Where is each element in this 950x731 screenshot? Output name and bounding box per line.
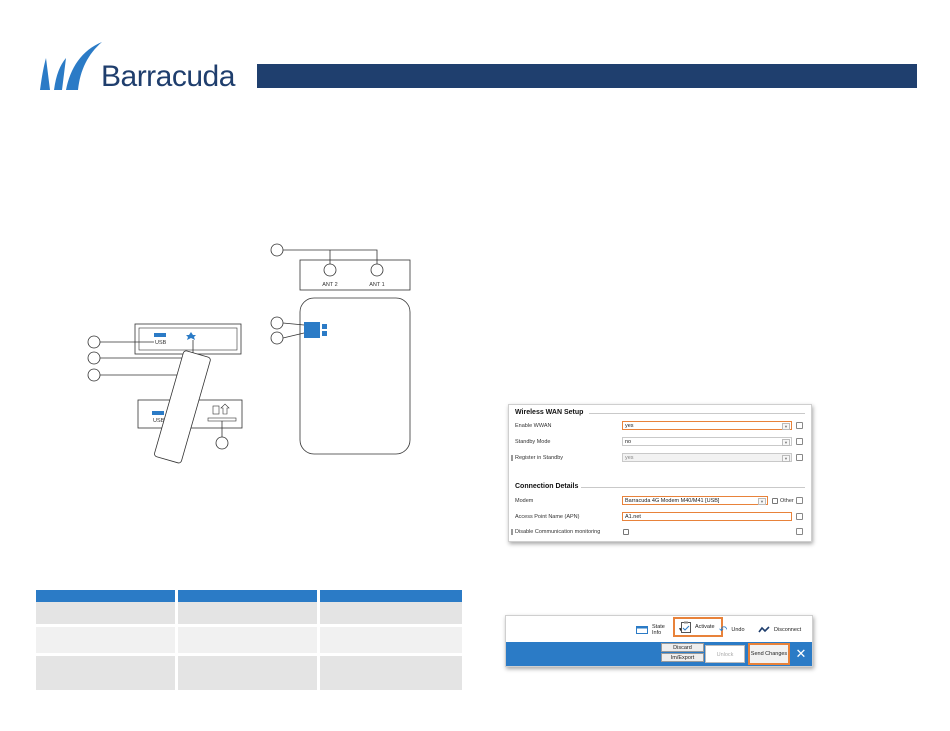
chevron-down-icon: ▼ bbox=[678, 627, 683, 633]
table-header-cell bbox=[36, 590, 178, 602]
table-row bbox=[36, 602, 462, 626]
other-label: Other bbox=[780, 498, 794, 504]
chevron-down-icon: ▼ bbox=[782, 423, 790, 430]
sim-slot bbox=[207, 417, 237, 422]
usb-port-icon bbox=[154, 333, 166, 337]
modem-label: Modem bbox=[515, 498, 534, 504]
undo-icon: ↶ bbox=[719, 624, 728, 636]
header-bar bbox=[257, 64, 917, 88]
standby-mode-select[interactable]: no▼ bbox=[622, 437, 792, 446]
barracuda-logo-icon bbox=[40, 42, 102, 90]
table-row bbox=[36, 653, 462, 690]
disable-monitoring-checkbox[interactable] bbox=[623, 529, 629, 535]
discard-button[interactable]: Discard bbox=[661, 643, 704, 652]
slot-cover bbox=[154, 350, 211, 464]
apn-label: Access Point Name (APN) bbox=[515, 514, 580, 520]
status-led-block bbox=[304, 322, 320, 338]
disable-monitoring-label: Disable Communication monitoring bbox=[515, 529, 601, 535]
antenna-connector-2 bbox=[323, 263, 337, 277]
apn-input[interactable]: A1.net bbox=[622, 512, 792, 521]
section-title-connection-details: Connection Details bbox=[515, 483, 579, 490]
usb-label: USB bbox=[155, 340, 167, 346]
chevron-down-icon: ▼ bbox=[782, 455, 790, 462]
callout-circle bbox=[270, 316, 284, 330]
state-info-button[interactable]: State Info ▼ bbox=[636, 622, 683, 638]
config-icon[interactable] bbox=[796, 438, 803, 445]
config-icon[interactable] bbox=[796, 497, 803, 504]
callout-circle bbox=[270, 243, 284, 257]
standby-mode-label: Standby Mode bbox=[515, 439, 551, 445]
disconnect-icon bbox=[758, 626, 770, 633]
antenna-label-2: ANT 2 bbox=[322, 282, 338, 288]
chevron-down-icon: ▼ bbox=[758, 498, 766, 505]
callout-circle bbox=[215, 436, 229, 450]
disconnect-button[interactable]: Disconnect bbox=[758, 622, 801, 638]
enable-wwan-label: Enable WWAN bbox=[515, 423, 552, 429]
enable-wwan-select[interactable]: yes▼ bbox=[622, 421, 792, 430]
unlock-button[interactable]: Unlock bbox=[705, 645, 745, 663]
register-standby-select: yes▼ bbox=[622, 453, 792, 462]
activate-button[interactable]: Activate bbox=[673, 617, 723, 637]
config-icon[interactable] bbox=[796, 422, 803, 429]
config-icon[interactable] bbox=[796, 513, 803, 520]
power-led-icon bbox=[322, 324, 327, 329]
modem-select[interactable]: Barracuda 4G Modem M40/M41 [USB]▼ bbox=[622, 496, 768, 505]
undo-button[interactable]: ↶ Undo bbox=[719, 624, 745, 636]
reset-icon bbox=[186, 332, 196, 340]
antenna-label-1: ANT 1 bbox=[369, 282, 385, 288]
signal-led-icon bbox=[322, 331, 327, 336]
callout-circle bbox=[270, 331, 284, 345]
other-checkbox[interactable] bbox=[772, 498, 778, 504]
state-info-icon bbox=[636, 626, 648, 634]
imexport-button[interactable]: Im/Export bbox=[661, 653, 704, 662]
toolbar-top: State Info ▼ Activate ↶ Undo Disconnect bbox=[506, 616, 812, 642]
device-body bbox=[299, 297, 411, 455]
table-header-cell bbox=[318, 590, 462, 602]
upload-arrow-icon bbox=[220, 403, 230, 415]
wwan-config-panel: Wireless WAN Setup Enable WWAN yes▼ Stan… bbox=[508, 404, 812, 542]
trash-icon[interactable] bbox=[796, 528, 803, 535]
close-icon[interactable]: ✕ bbox=[795, 646, 807, 661]
chevron-down-icon: ▼ bbox=[782, 439, 790, 446]
sim-icon bbox=[212, 405, 220, 415]
activate-icon bbox=[681, 621, 691, 633]
usb-label-2: USB bbox=[153, 418, 165, 424]
config-toolbar: State Info ▼ Activate ↶ Undo Disconnect … bbox=[505, 615, 813, 667]
toolbar-bottom: Discard Im/Export Unlock Send Changes ✕ bbox=[506, 642, 812, 666]
callout-circle bbox=[87, 351, 101, 365]
register-standby-label: Register in Standby bbox=[515, 455, 563, 461]
device-diagram: ANT 2 ANT 1 USB USB bbox=[87, 243, 411, 464]
brand-name: Barracuda bbox=[101, 60, 235, 93]
antenna-connector-1 bbox=[370, 263, 384, 277]
usb-port-icon-2 bbox=[152, 411, 164, 415]
table-row bbox=[36, 624, 462, 655]
callout-circle bbox=[87, 335, 101, 349]
section-title-wwan-setup: Wireless WAN Setup bbox=[515, 409, 584, 416]
table-header-cell bbox=[176, 590, 320, 602]
config-icon[interactable] bbox=[796, 454, 803, 461]
callout-line bbox=[283, 249, 378, 265]
spec-table bbox=[36, 590, 462, 690]
send-changes-button[interactable]: Send Changes bbox=[748, 643, 790, 665]
callout-circle bbox=[87, 368, 101, 382]
antenna-panel bbox=[299, 259, 411, 291]
